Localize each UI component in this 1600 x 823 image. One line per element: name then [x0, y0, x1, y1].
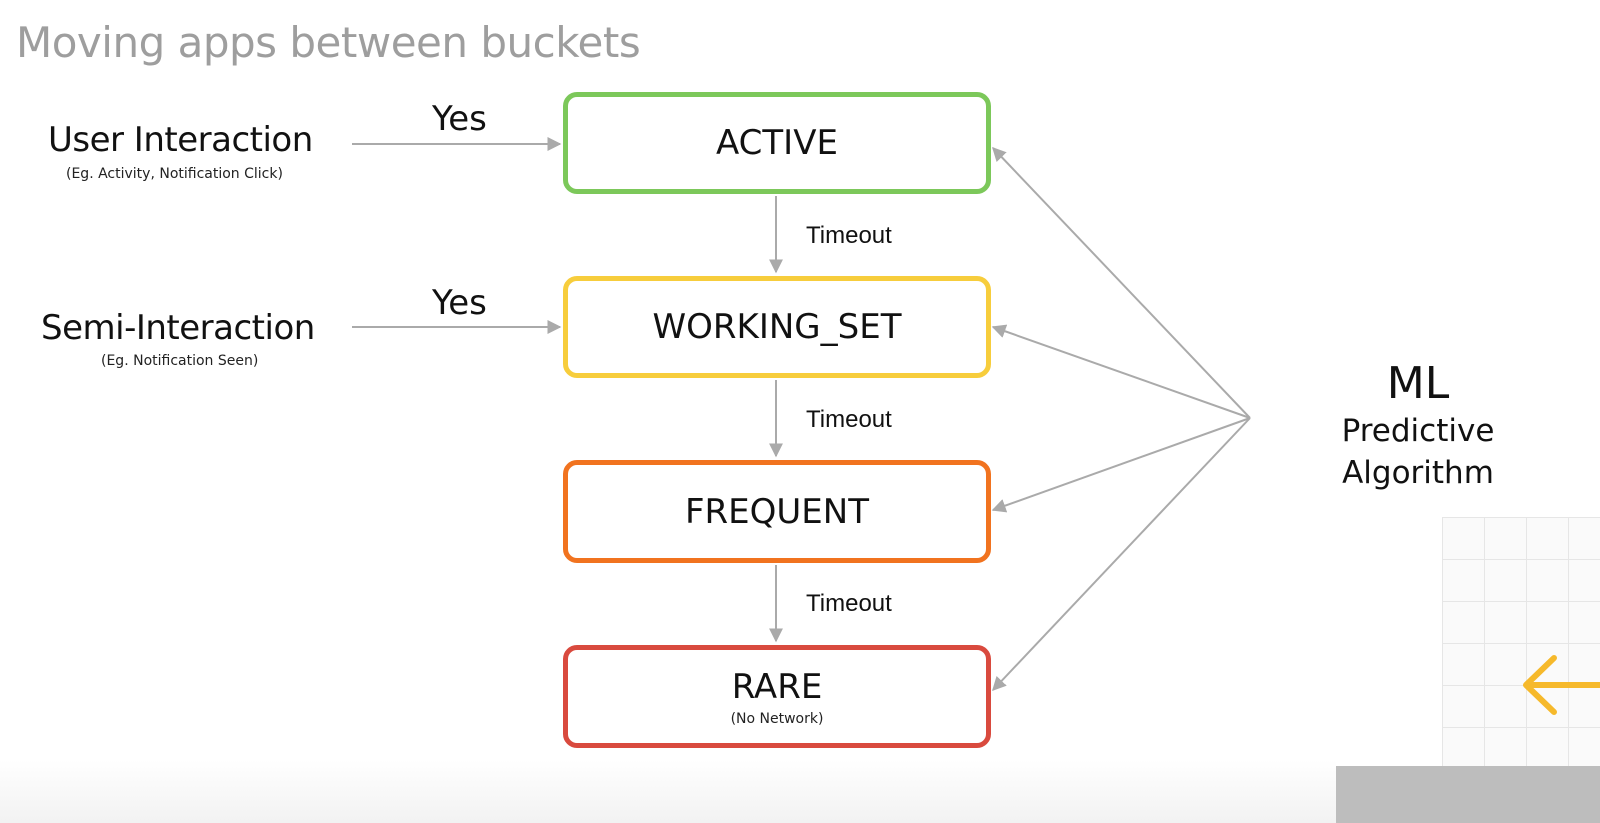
bucket-active-name: ACTIVE — [716, 123, 838, 163]
transition-timeout-label-1: Timeout — [806, 222, 892, 249]
arrow-ml-to-frequent — [991, 417, 1251, 513]
edge-label-yes-active: Yes — [432, 99, 487, 139]
corner-bar — [1336, 766, 1600, 823]
ml-predictor: ML Predictive Algorithm — [1318, 358, 1518, 494]
bucket-rare-name: RARE — [731, 666, 823, 707]
bucket-frequent: FREQUENT — [563, 460, 991, 563]
transition-timeout-label-3: Timeout — [806, 590, 892, 617]
arrow-ml-to-working-set — [991, 324, 1251, 419]
bucket-frequent-name: FREQUENT — [685, 491, 869, 532]
bottom-fade — [0, 760, 1336, 823]
edge-label-yes-working-set: Yes — [432, 283, 487, 323]
arrow-ml-to-active — [992, 146, 1251, 419]
bucket-rare: RARE (No Network) — [563, 645, 991, 748]
bucket-active: ACTIVE — [563, 92, 991, 194]
transition-timeout-label-2: Timeout — [806, 406, 892, 433]
arrow-ml-to-rare — [992, 417, 1251, 692]
bucket-working-set: WORKING_SET — [563, 276, 991, 378]
source-user-interaction-sublabel: (Eg. Activity, Notification Click) — [66, 166, 283, 182]
source-semi-interaction-sublabel: (Eg. Notification Seen) — [101, 353, 259, 369]
source-user-interaction-label: User Interaction — [48, 120, 313, 160]
ml-predictor-title: ML — [1386, 358, 1450, 409]
arrow-left-icon — [1523, 655, 1600, 715]
bucket-working-set-name: WORKING_SET — [652, 307, 902, 347]
bucket-rare-sublabel: (No Network) — [730, 710, 824, 727]
grid-decoration — [1442, 517, 1600, 767]
ml-predictor-line-2: Algorithm — [1342, 455, 1494, 491]
source-semi-interaction-label: Semi-Interaction — [41, 308, 315, 348]
slide-title: Moving apps between buckets — [16, 18, 641, 67]
ml-predictor-line-1: Predictive — [1341, 413, 1495, 449]
